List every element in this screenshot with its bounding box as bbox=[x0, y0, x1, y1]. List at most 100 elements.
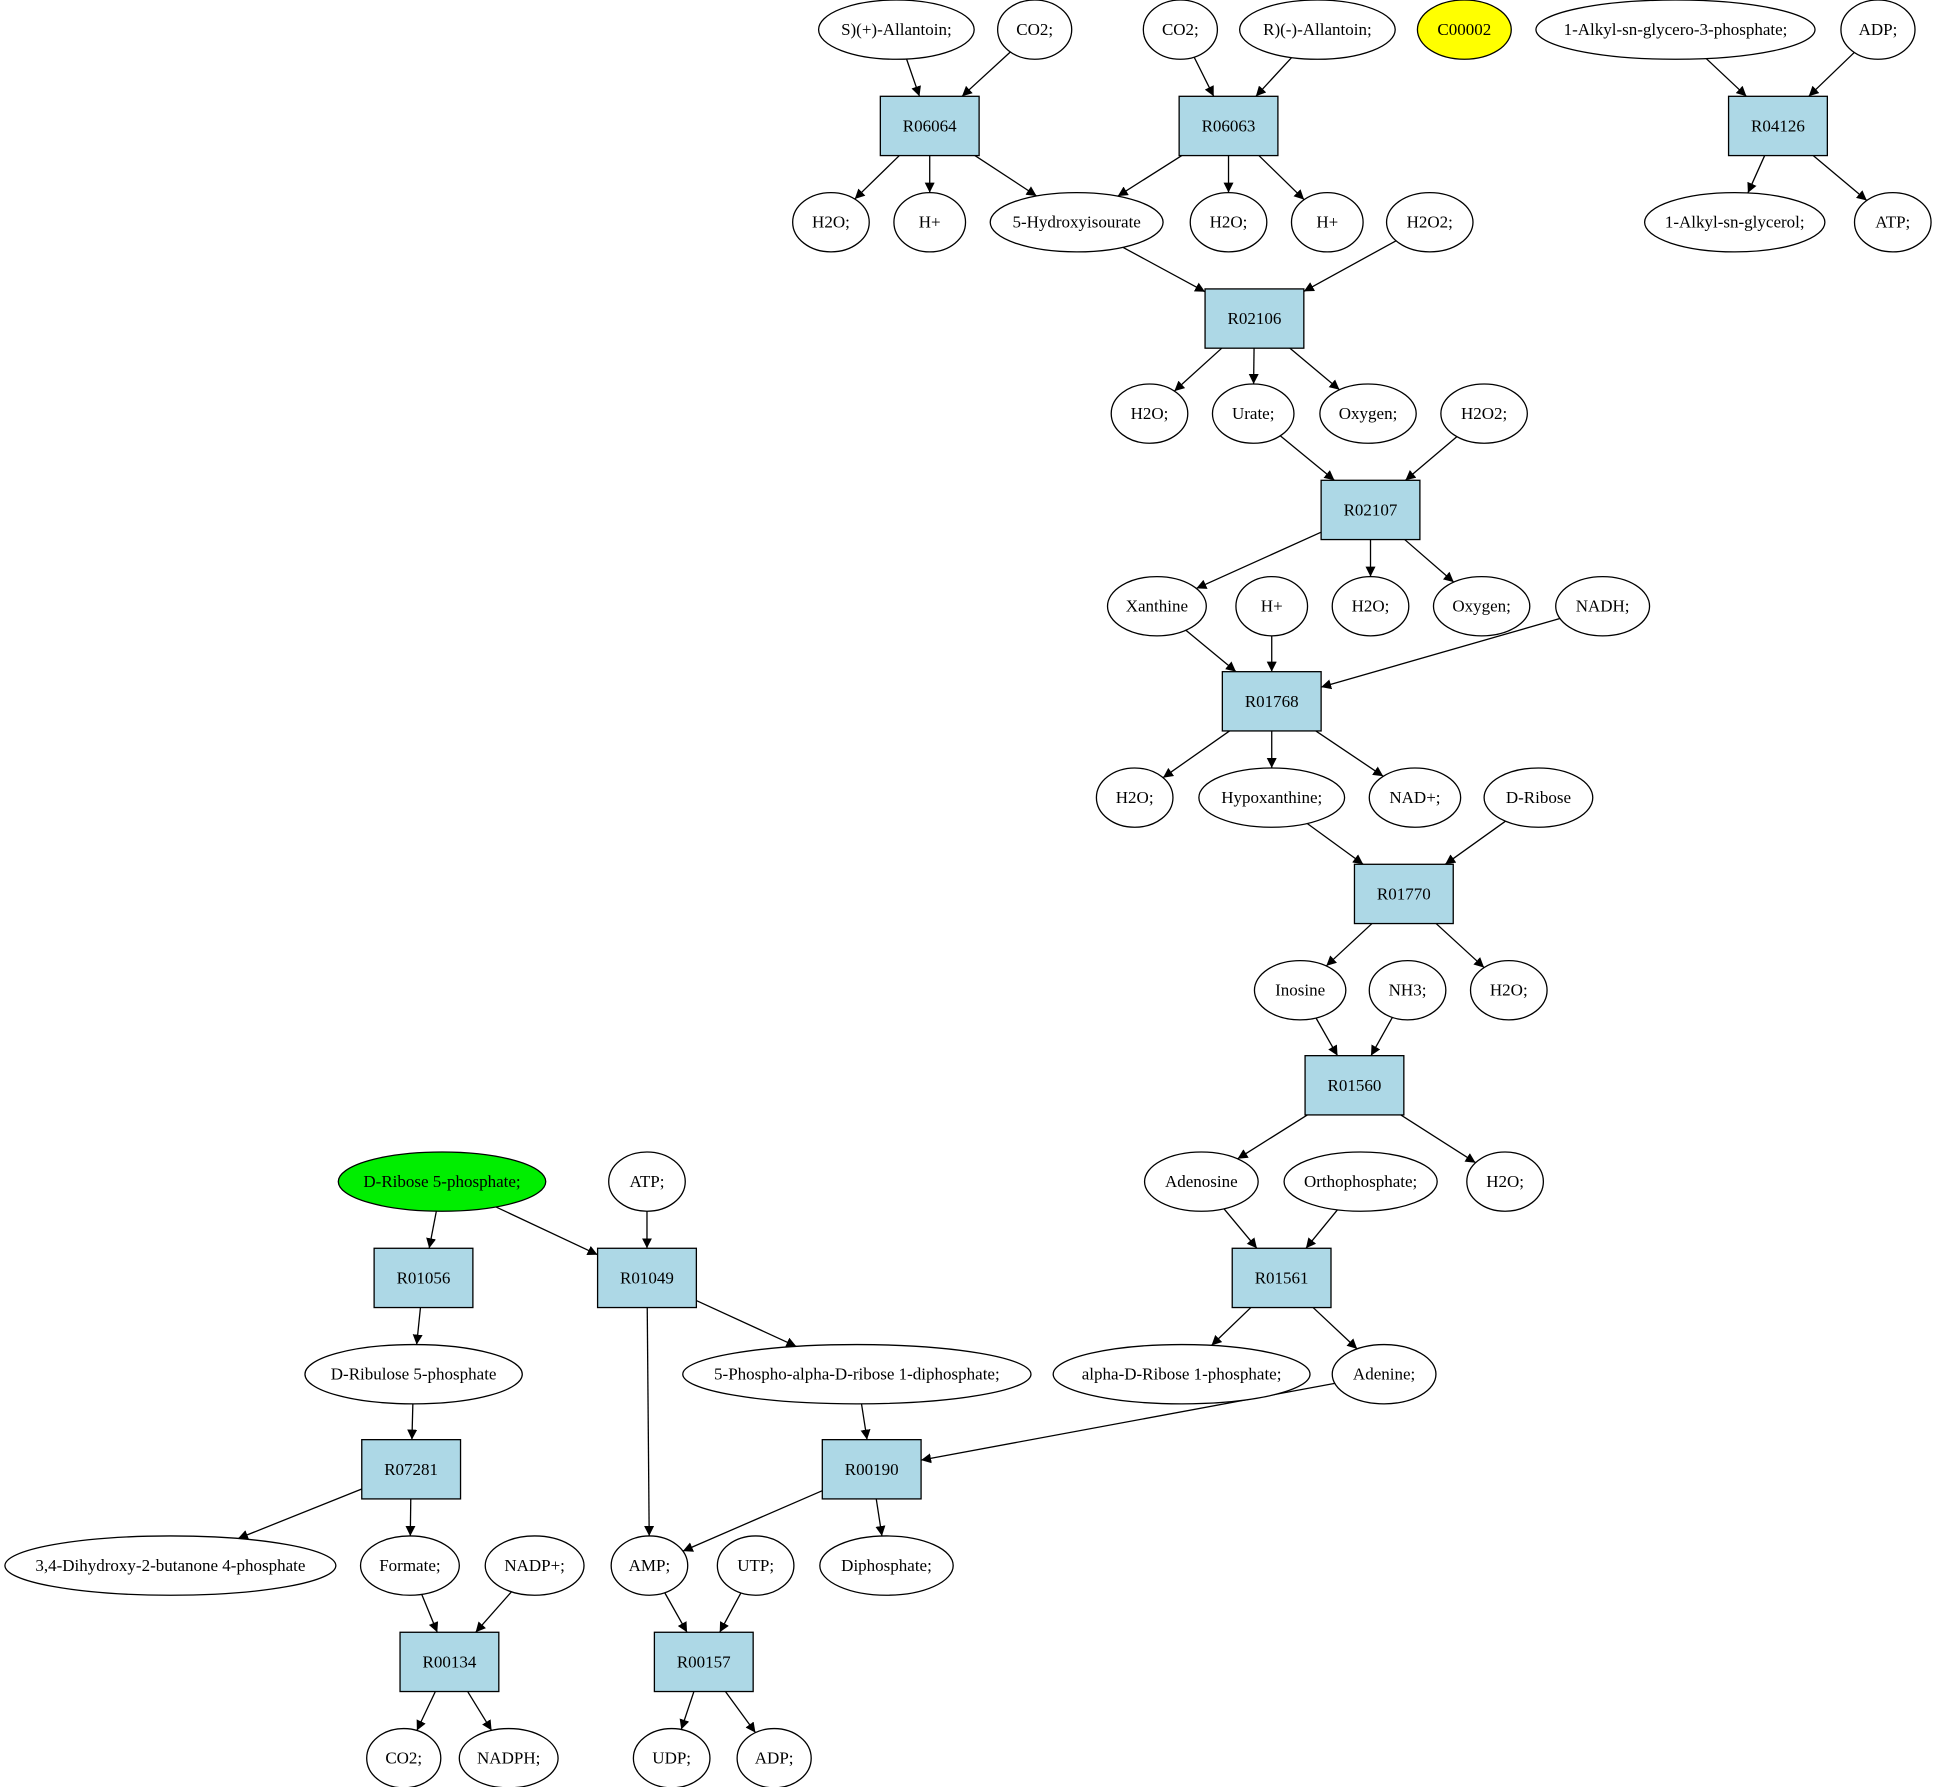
compound-label-c_alkylglycerol: 1-Alkyl-sn-glycerol; bbox=[1665, 213, 1805, 232]
reaction-node-r_R01770[interactable]: R01770 bbox=[1353, 863, 1454, 925]
compound-node-c_h2o2_2[interactable]: H2O2; bbox=[1440, 383, 1528, 444]
compound-label-c_h2o2_2: H2O2; bbox=[1461, 404, 1507, 423]
compound-node-c_rallantoin[interactable]: R)(-)-Allantoin; bbox=[1239, 0, 1396, 60]
compound-node-c_adp_top[interactable]: ADP; bbox=[1840, 0, 1916, 60]
reaction-node-r_R04126[interactable]: R04126 bbox=[1727, 95, 1828, 157]
compound-node-c_h2o_3[interactable]: H2O; bbox=[1110, 383, 1189, 444]
compound-node-c_hypoxanthine[interactable]: Hypoxanthine; bbox=[1198, 767, 1346, 828]
reaction-box-r_R06064 bbox=[879, 95, 980, 157]
compound-node-c_adp_bot[interactable]: ADP; bbox=[736, 1727, 812, 1787]
compound-node-c_h2o_7[interactable]: H2O; bbox=[1466, 1151, 1545, 1212]
compound-node-c_nadpplus[interactable]: NADP+; bbox=[484, 1535, 585, 1596]
compound-node-c_urate[interactable]: Urate; bbox=[1211, 383, 1295, 444]
reaction-node-r_R01768[interactable]: R01768 bbox=[1221, 671, 1322, 732]
compound-node-c_prpp[interactable]: 5-Phospho-alpha-D-ribose 1-diphosphate; bbox=[682, 1343, 1032, 1405]
compound-node-c_adenosine[interactable]: Adenosine bbox=[1143, 1151, 1259, 1212]
compound-label-c_h2o_3: H2O; bbox=[1131, 404, 1169, 423]
compound-node-c_formate[interactable]: Formate; bbox=[359, 1535, 460, 1596]
edge-c_h2o2_1-to-r_R02106 bbox=[1303, 240, 1397, 292]
compound-node-c_co2_b[interactable]: CO2; bbox=[1142, 0, 1219, 60]
reaction-node-r_R00134[interactable]: R00134 bbox=[399, 1631, 500, 1693]
compound-node-c_sallantoin[interactable]: S)(+)-Allantoin; bbox=[817, 0, 975, 60]
compound-label-c_atp_top: ATP; bbox=[1875, 213, 1910, 232]
reaction-node-r_R07281[interactable]: R07281 bbox=[361, 1439, 462, 1500]
compound-shape-c_ar1p bbox=[1052, 1343, 1311, 1405]
compound-node-c_inosine[interactable]: Inosine bbox=[1253, 959, 1347, 1021]
compound-node-c_nh3[interactable]: NH3; bbox=[1368, 959, 1447, 1021]
compound-node-c_nadh[interactable]: NADH; bbox=[1555, 575, 1651, 637]
compound-node-c_diphosphate[interactable]: Diphosphate; bbox=[819, 1535, 954, 1596]
compound-node-c_hplus_2[interactable]: H+ bbox=[1290, 191, 1364, 253]
compound-shape-c_hypoxanthine bbox=[1198, 767, 1346, 828]
compound-node-c_r5p[interactable]: D-Ribose 5-phosphate; bbox=[337, 1151, 547, 1212]
compound-node-c_h2o_5[interactable]: H2O; bbox=[1095, 767, 1174, 828]
compound-shape-c_C00002 bbox=[1416, 0, 1512, 60]
compound-label-c_co2_a: CO2; bbox=[1016, 20, 1053, 39]
compound-label-c_hplus_1: H+ bbox=[919, 213, 941, 232]
compound-node-c_alkylg3p[interactable]: 1-Alkyl-sn-glycero-3-phosphate; bbox=[1535, 0, 1816, 60]
compound-node-c_ru5p[interactable]: D-Ribulose 5-phosphate bbox=[304, 1343, 523, 1405]
compound-node-c_atp_top[interactable]: ATP; bbox=[1853, 191, 1932, 253]
compound-node-c_adenine[interactable]: Adenine; bbox=[1331, 1343, 1437, 1405]
compound-label-c_amp: AMP; bbox=[629, 1556, 671, 1575]
compound-node-c_amp[interactable]: AMP; bbox=[610, 1535, 689, 1596]
compound-node-c_h2o_4[interactable]: H2O; bbox=[1331, 575, 1410, 637]
compound-node-c_udp[interactable]: UDP; bbox=[632, 1727, 711, 1787]
reaction-node-r_R00190[interactable]: R00190 bbox=[821, 1439, 922, 1500]
compound-node-c_h2o_2[interactable]: H2O; bbox=[1189, 191, 1268, 253]
reaction-node-r_R01056[interactable]: R01056 bbox=[373, 1247, 474, 1309]
edge-r_R02106-to-c_oxygen_1 bbox=[1289, 347, 1340, 391]
compound-shape-c_h2o_6 bbox=[1469, 959, 1548, 1021]
reaction-label-r_R02107: R02107 bbox=[1344, 500, 1398, 519]
compound-label-c_rallantoin: R)(-)-Allantoin; bbox=[1263, 20, 1372, 39]
compound-node-c_alkylglycerol[interactable]: 1-Alkyl-sn-glycerol; bbox=[1643, 191, 1826, 253]
compound-node-c_utp[interactable]: UTP; bbox=[716, 1535, 795, 1596]
compound-node-c_orthophosphate[interactable]: Orthophosphate; bbox=[1283, 1151, 1438, 1212]
reaction-node-r_R01561[interactable]: R01561 bbox=[1231, 1247, 1332, 1309]
compound-label-c_adp_top: ADP; bbox=[1859, 20, 1898, 39]
edge-r_R02107-to-c_xanthine bbox=[1196, 531, 1322, 590]
compound-label-c_h2o_2: H2O; bbox=[1210, 213, 1248, 232]
compound-node-c_5hiu[interactable]: 5-Hydroxyisourate bbox=[989, 191, 1164, 253]
compound-node-c_oxygen_1[interactable]: Oxygen; bbox=[1319, 383, 1417, 444]
reaction-node-r_R02107[interactable]: R02107 bbox=[1320, 479, 1421, 541]
compound-shape-c_h2o2_1 bbox=[1385, 191, 1474, 253]
reaction-box-r_R04126 bbox=[1727, 95, 1828, 157]
edge-r_R00157-to-c_adp_bot bbox=[724, 1691, 756, 1734]
reaction-node-r_R06063[interactable]: R06063 bbox=[1178, 95, 1279, 157]
compound-shape-c_r5p bbox=[337, 1151, 547, 1212]
compound-node-c_dhbp[interactable]: 3,4-Dihydroxy-2-butanone 4-phosphate bbox=[4, 1535, 337, 1596]
compound-label-c_h2o_4: H2O; bbox=[1352, 597, 1390, 616]
compound-node-c_oxygen_2[interactable]: Oxygen; bbox=[1432, 575, 1531, 637]
compound-shape-c_adenine bbox=[1331, 1343, 1437, 1405]
compound-node-c_xanthine[interactable]: Xanthine bbox=[1106, 575, 1207, 637]
reaction-box-r_R01768 bbox=[1221, 671, 1322, 732]
compound-node-c_co2_a[interactable]: CO2; bbox=[996, 0, 1073, 60]
edge-c_alkylg3p-to-r_R04126 bbox=[1705, 58, 1747, 97]
compound-node-c_hplus_1[interactable]: H+ bbox=[893, 191, 967, 253]
reaction-box-r_R00190 bbox=[821, 1439, 922, 1500]
compound-node-c_dribose[interactable]: D-Ribose bbox=[1483, 767, 1594, 828]
compound-shape-c_nadph bbox=[458, 1727, 559, 1787]
compound-label-c_utp: UTP; bbox=[737, 1556, 774, 1575]
compound-node-c_atp_mid[interactable]: ATP; bbox=[608, 1151, 686, 1212]
compound-node-c_h2o2_1[interactable]: H2O2; bbox=[1385, 191, 1474, 253]
compound-node-c_C00002[interactable]: C00002 bbox=[1416, 0, 1512, 60]
compound-node-c_h2o_1[interactable]: H2O; bbox=[792, 191, 870, 253]
compound-node-c_nadplus[interactable]: NAD+; bbox=[1368, 767, 1462, 828]
compound-label-c_alkylg3p: 1-Alkyl-sn-glycero-3-phosphate; bbox=[1564, 20, 1788, 39]
compound-node-c_co2_c[interactable]: CO2; bbox=[366, 1727, 442, 1787]
compound-shape-c_h2o_7 bbox=[1466, 1151, 1545, 1212]
reaction-node-r_R06064[interactable]: R06064 bbox=[879, 95, 980, 157]
reaction-box-r_R02106 bbox=[1204, 288, 1305, 349]
reaction-node-r_R01560[interactable]: R01560 bbox=[1304, 1055, 1405, 1116]
compound-node-c_hplus_3[interactable]: H+ bbox=[1235, 575, 1309, 637]
reaction-node-r_R00157[interactable]: R00157 bbox=[653, 1631, 754, 1693]
edge-c_orthophosphate-to-r_R01561 bbox=[1305, 1209, 1338, 1249]
compound-node-c_nadph[interactable]: NADPH; bbox=[458, 1727, 559, 1787]
compound-node-c_h2o_6[interactable]: H2O; bbox=[1469, 959, 1548, 1021]
reaction-node-r_R01049[interactable]: R01049 bbox=[596, 1247, 698, 1309]
compound-node-c_ar1p[interactable]: alpha-D-Ribose 1-phosphate; bbox=[1052, 1343, 1311, 1405]
edge-r_R07281-to-c_dhbp bbox=[237, 1488, 363, 1540]
reaction-node-r_R02106[interactable]: R02106 bbox=[1204, 288, 1305, 349]
